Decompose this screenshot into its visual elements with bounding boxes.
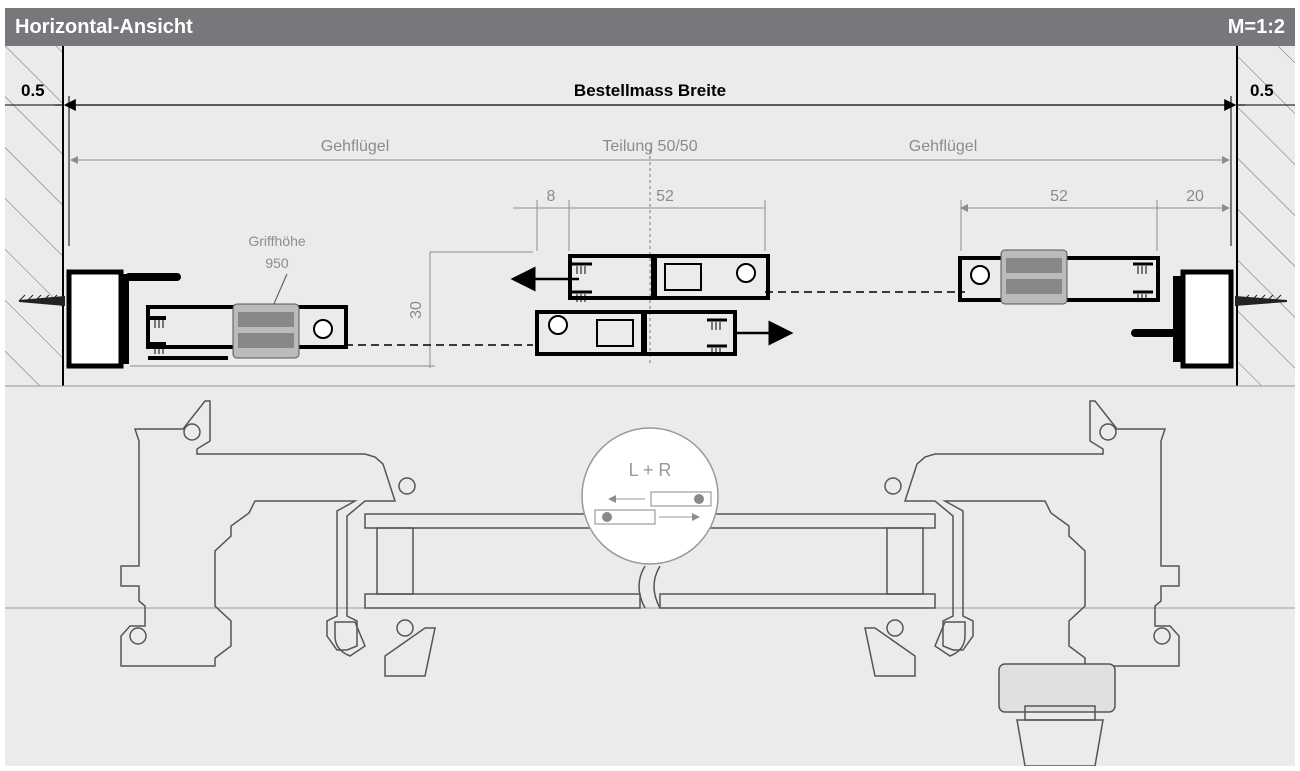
handle-leader	[272, 273, 288, 307]
leaf-left-label: Gehflügel	[321, 138, 390, 155]
right-wall-profile	[1131, 269, 1287, 369]
center-dimensions	[513, 200, 766, 251]
left-wall-profile	[18, 269, 181, 369]
left-sliding-leaf	[146, 303, 348, 360]
lr-badge	[581, 427, 719, 609]
dim-8-label: 8	[547, 188, 556, 205]
wall-left	[5, 46, 64, 387]
lower-section-right	[659, 400, 1180, 767]
view-title: Horizontal-Ansicht	[15, 16, 193, 38]
overall-dimension	[5, 96, 1295, 246]
dim-20-label: 20	[1186, 188, 1204, 205]
gap-left-label: 0.5	[21, 81, 45, 100]
lower-section-left	[120, 400, 641, 677]
order-width-label: Bestellmass Breite	[574, 81, 726, 100]
dim-52-center-label: 52	[656, 188, 674, 205]
center-leaf-upper	[568, 254, 770, 302]
handle-height-label: Griffhöhe	[248, 233, 306, 249]
technical-drawing: 0.5 0.5 Bestellmass Breite Gehflügel Tei…	[5, 46, 1295, 767]
wall-right	[1236, 46, 1295, 387]
dim-30	[130, 251, 533, 368]
dim-52-right-label: 52	[1050, 188, 1068, 205]
division-label: Teilung 50/50	[602, 138, 697, 155]
dim-30-label: 30	[408, 301, 425, 319]
title-bar: Horizontal-Ansicht M=1:2	[5, 8, 1295, 46]
leaf-right-label: Gehflügel	[909, 138, 978, 155]
lr-badge-label: L + R	[629, 460, 672, 480]
handle-height-value: 950	[265, 255, 289, 271]
gap-right-label: 0.5	[1250, 81, 1274, 100]
scale-label: M=1:2	[1227, 16, 1285, 38]
drawing-canvas: 0.5 0.5 Bestellmass Breite Gehflügel Tei…	[5, 46, 1295, 767]
right-sliding-leaf	[958, 249, 1160, 305]
right-dimensions	[960, 200, 1230, 251]
center-leaf-lower	[535, 310, 737, 356]
